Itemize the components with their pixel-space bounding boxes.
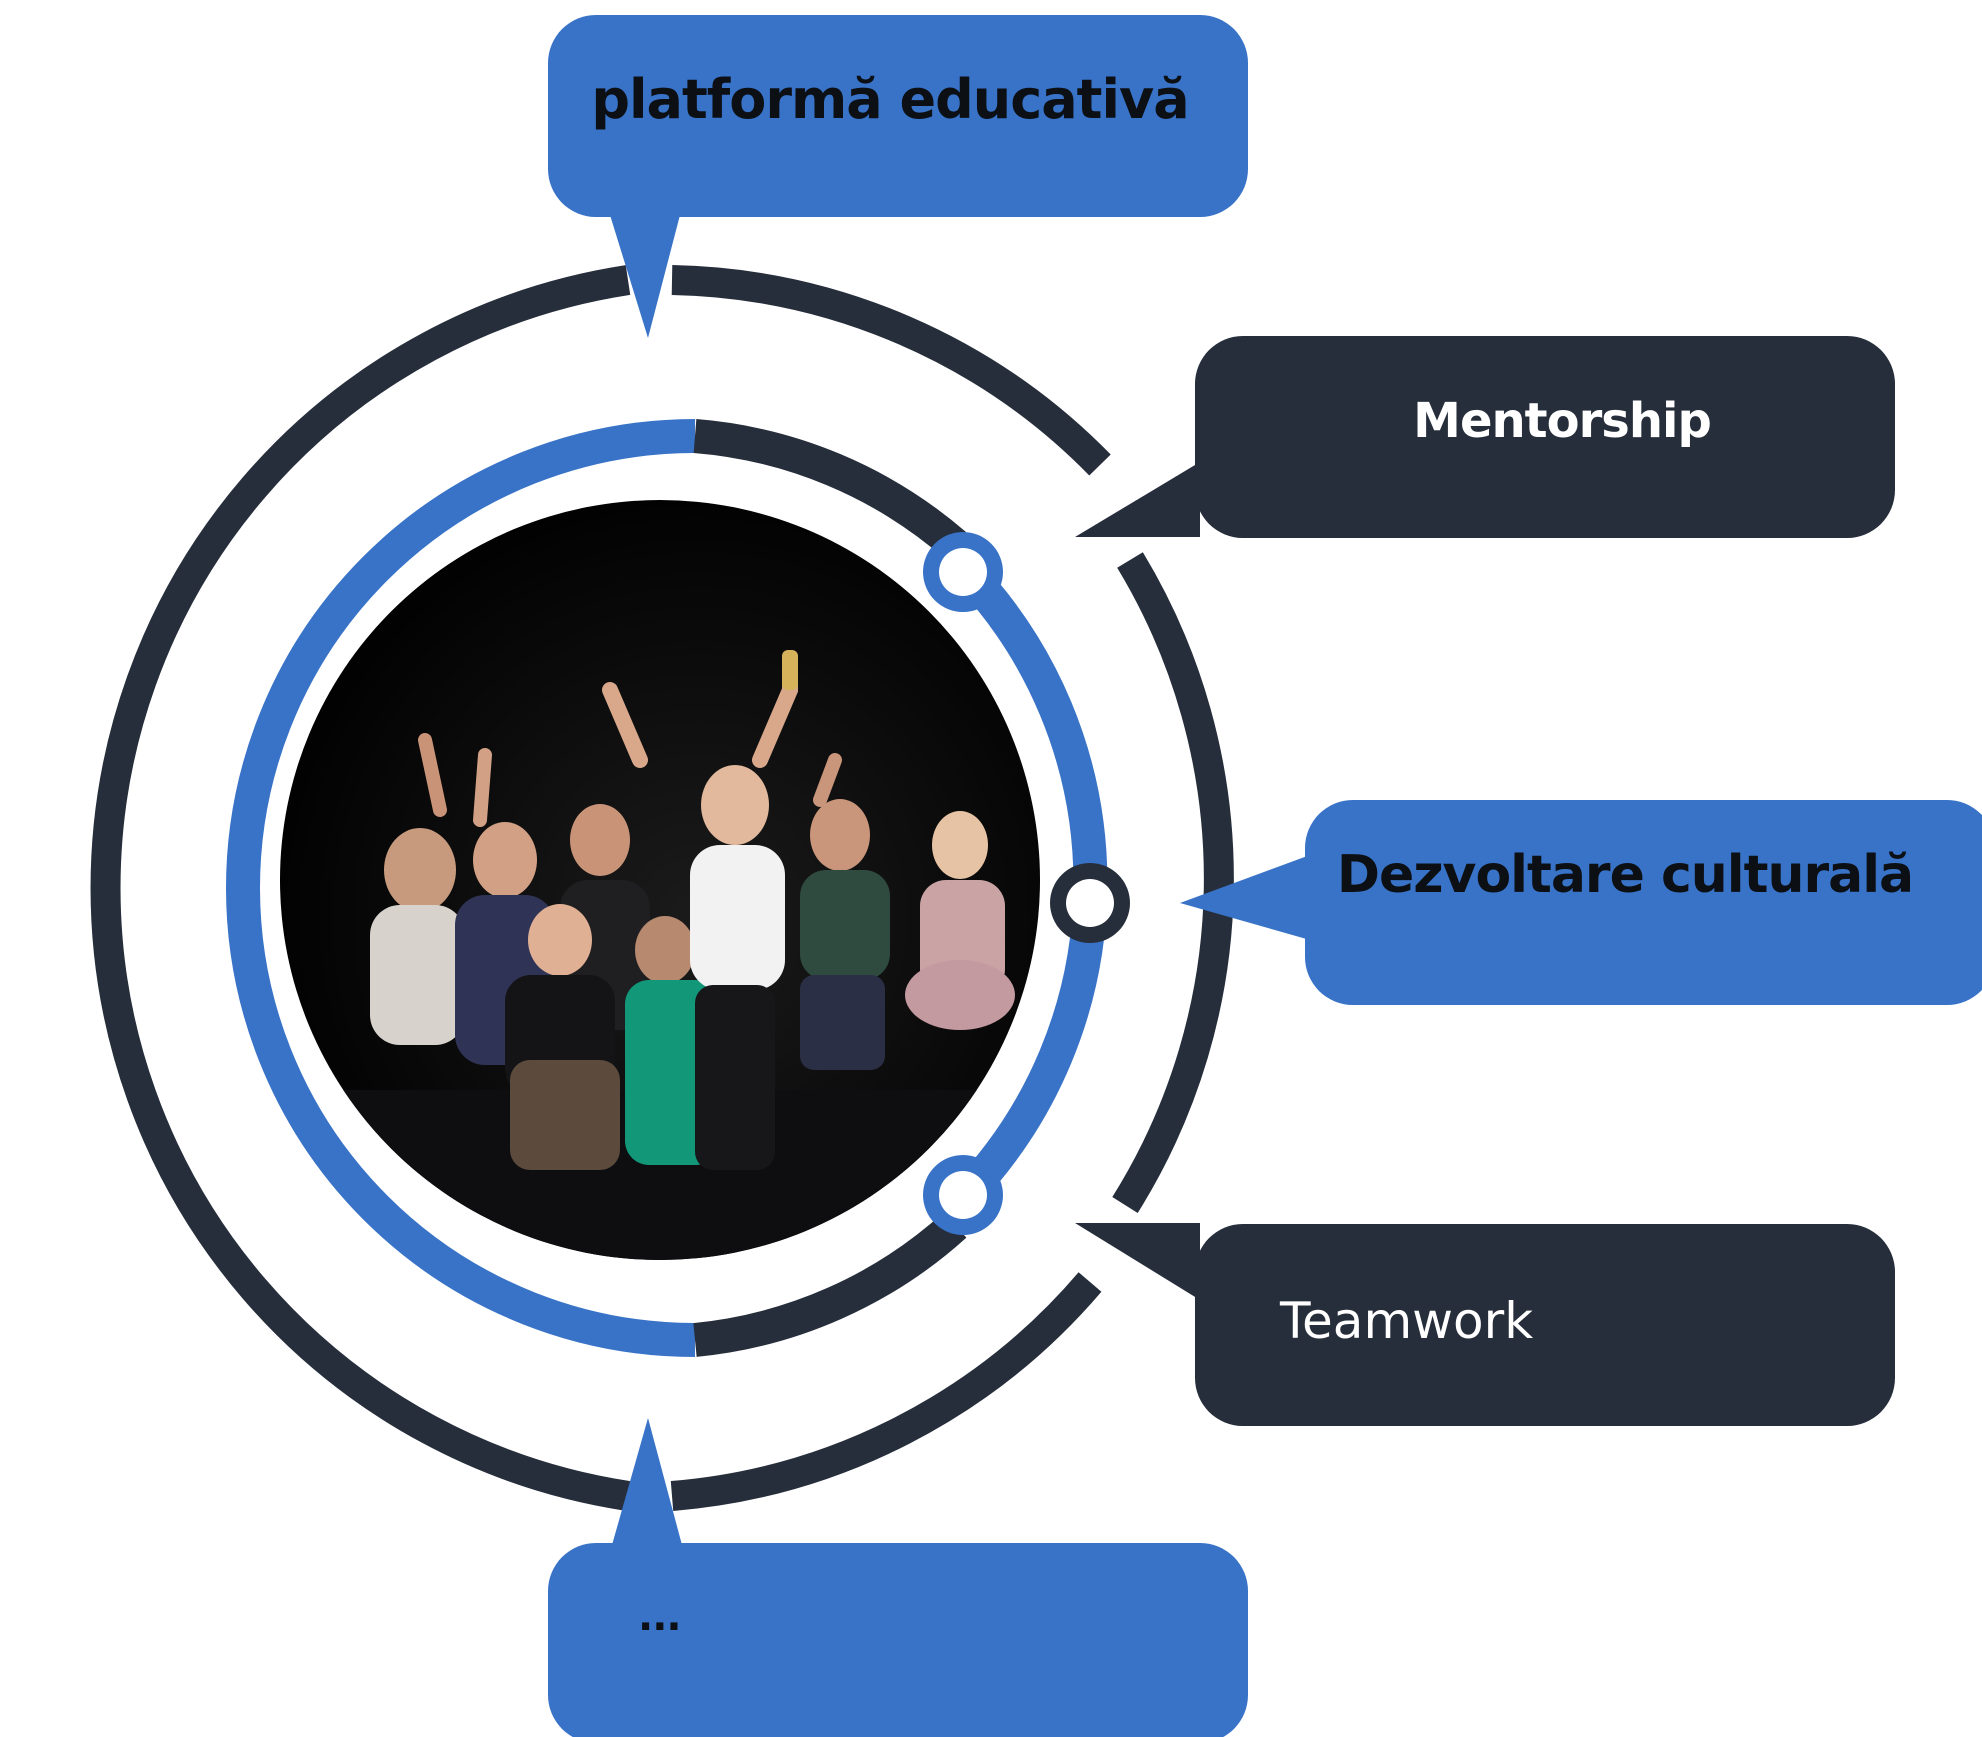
callout-cultural: Dezvoltare culturală [1180, 800, 1982, 1005]
outer-ring-arc-right-middle [1112, 552, 1234, 1213]
outer-ring-arc-right-lower [670, 1272, 1102, 1511]
callout-top: platformă educativă [548, 15, 1248, 338]
callout-teamwork: Teamwork [1075, 1223, 1895, 1426]
performer-figures [370, 650, 1015, 1170]
inner-ring-dark-arc-top [693, 419, 967, 558]
outer-ring-arc-right [671, 265, 1111, 476]
outer-ring-arc-left [90, 265, 631, 1511]
inner-ring-blue-arc [226, 419, 696, 1357]
callout-mentorship-label: Mentorship [1413, 393, 1711, 449]
center-photo [280, 500, 1040, 1260]
callout-cultural-label: Dezvoltare culturală [1337, 845, 1913, 905]
callout-teamwork-label: Teamwork [1279, 1292, 1533, 1350]
callout-mentorship: Mentorship [1075, 336, 1895, 538]
callout-bottom: ... [548, 1418, 1248, 1737]
inner-ring-dark-arc-bottom [693, 1212, 967, 1357]
callout-top-label: platformă educativă [591, 68, 1188, 131]
callout-bottom-label: ... [638, 1594, 681, 1640]
